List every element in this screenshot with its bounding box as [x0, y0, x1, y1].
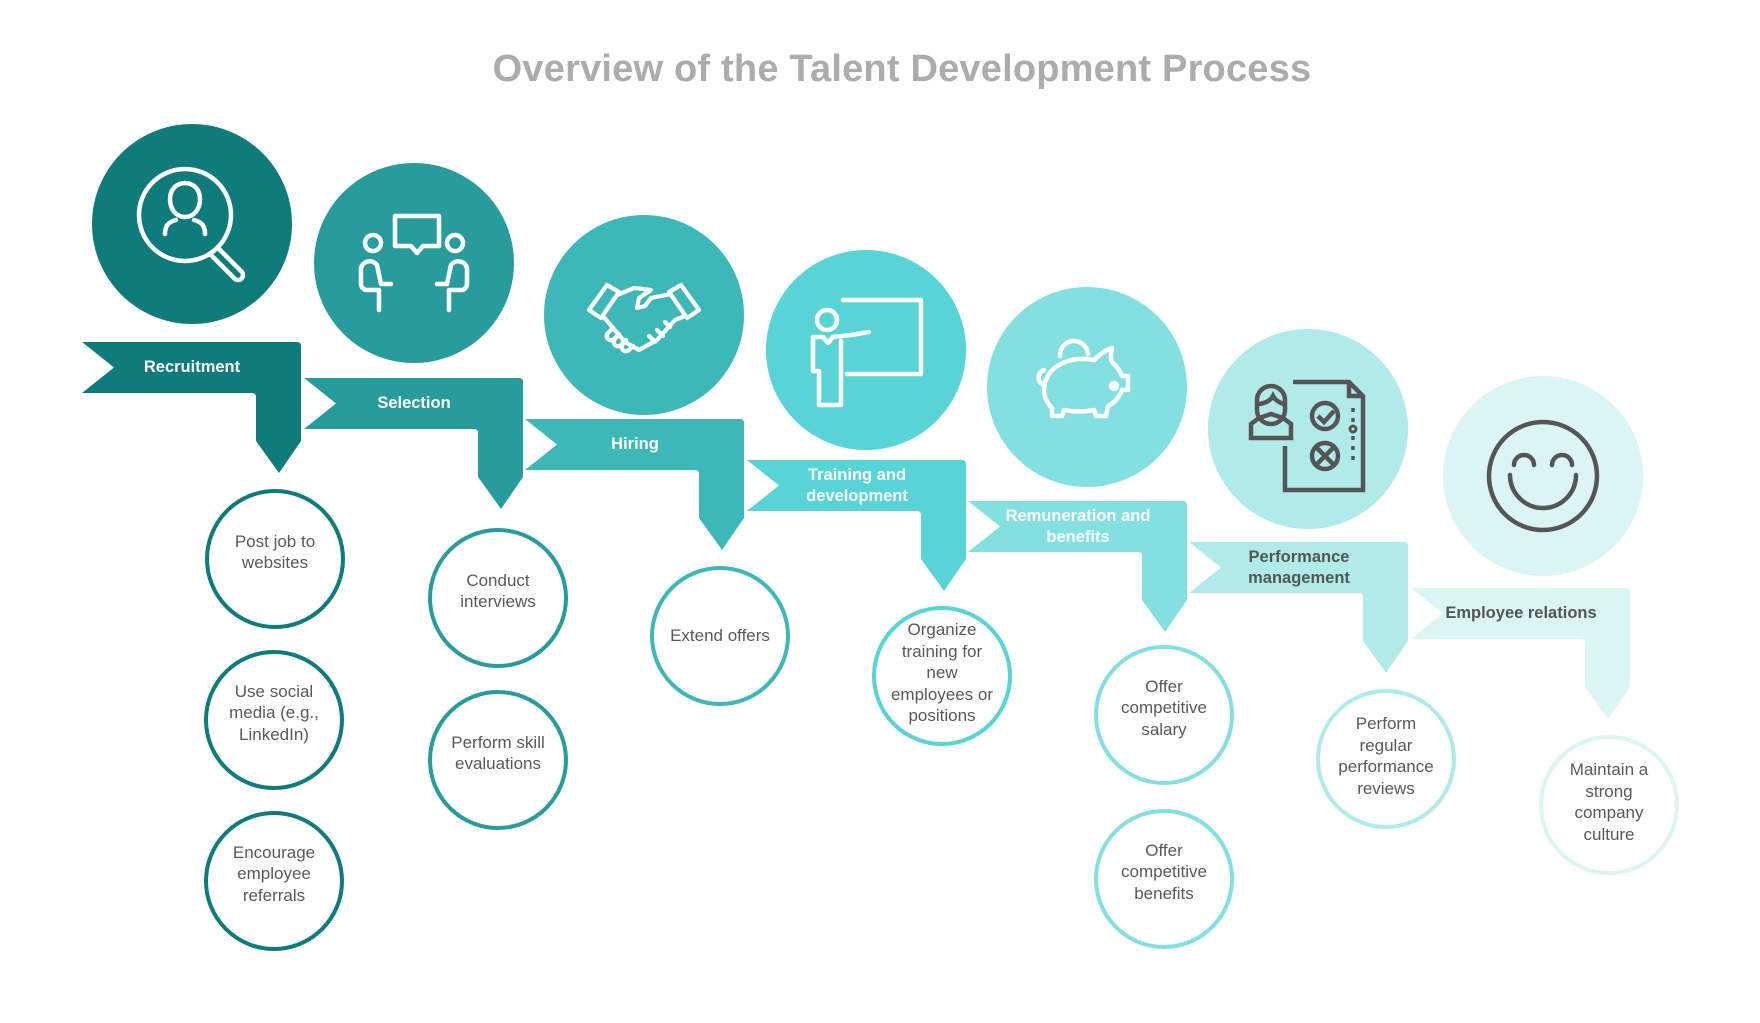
ribbon-shape: [1189, 542, 1408, 673]
employee-relations-icon-circle: [1443, 376, 1643, 576]
remuneration-icon-circle: [987, 287, 1187, 487]
activity-circle: Offer competitive benefits: [1094, 809, 1234, 949]
activity-circle: Conduct interviews: [428, 528, 568, 668]
activity-circle: Extend offers: [650, 566, 790, 706]
activity-text: Post job to websites: [234, 531, 316, 573]
activity-circle: Organize training for new employees or p…: [872, 606, 1012, 746]
page-title: Overview of the Talent Development Proce…: [492, 48, 1312, 90]
step-label: Employee relations: [1445, 604, 1597, 622]
smiley-face-icon: [1486, 419, 1600, 533]
performance-review-icon: [1248, 379, 1366, 493]
step-label: Selection: [377, 394, 451, 412]
activity-circle: Perform regular performance reviews: [1316, 689, 1456, 829]
ribbon-shape: [968, 501, 1187, 632]
activity-text: Offer competitive salary: [1121, 676, 1207, 739]
step-label: Performance management: [1248, 547, 1350, 587]
ribbon-shape: [747, 460, 966, 591]
activity-text: Perform skill evaluations: [451, 732, 545, 774]
activity-text: Offer competitive benefits: [1121, 840, 1207, 903]
person-search-icon: [136, 166, 246, 283]
ribbon-shape: [304, 378, 523, 509]
ribbon-shape: [82, 342, 301, 473]
handshake-icon: [586, 282, 702, 354]
selection-icon-circle: [314, 163, 514, 363]
performance-icon-circle: [1208, 329, 1408, 529]
presentation-icon: [810, 297, 924, 408]
training-icon-circle: [766, 250, 966, 450]
hiring-icon-circle: [544, 215, 744, 415]
activity-text: Maintain a strong company culture: [1569, 760, 1649, 844]
activity-circle: Post job to websites: [205, 489, 345, 629]
activity-circle: Offer competitive salary: [1094, 645, 1234, 785]
activity-text: Organize training for new employees or p…: [890, 620, 994, 726]
activity-circle: Use social media (e.g., LinkedIn): [204, 650, 344, 790]
ribbon-shape: [525, 419, 744, 550]
activity-circle: Maintain a strong company culture: [1539, 735, 1679, 875]
step-label: Training and development: [806, 465, 908, 505]
activity-circle: Perform skill evaluations: [428, 690, 568, 830]
piggy-bank-icon: [1036, 338, 1131, 419]
interview-icon: [358, 213, 470, 313]
ribbon-shape: [1411, 588, 1630, 719]
activity-circle: Encourage employee referrals: [204, 811, 344, 951]
step-label: Recruitment: [143, 358, 241, 376]
step-label: Hiring: [611, 435, 659, 453]
activity-text: Conduct interviews: [460, 570, 536, 612]
activity-text: Extend offers: [670, 626, 770, 646]
recruitment-icon-circle: [92, 124, 292, 324]
activity-text: Use social media (e.g., LinkedIn): [229, 681, 319, 744]
step-label: Remuneration and benefits: [1005, 506, 1151, 546]
activity-text: Encourage employee referrals: [232, 842, 316, 905]
activity-text: Perform regular performance reviews: [1338, 714, 1434, 798]
